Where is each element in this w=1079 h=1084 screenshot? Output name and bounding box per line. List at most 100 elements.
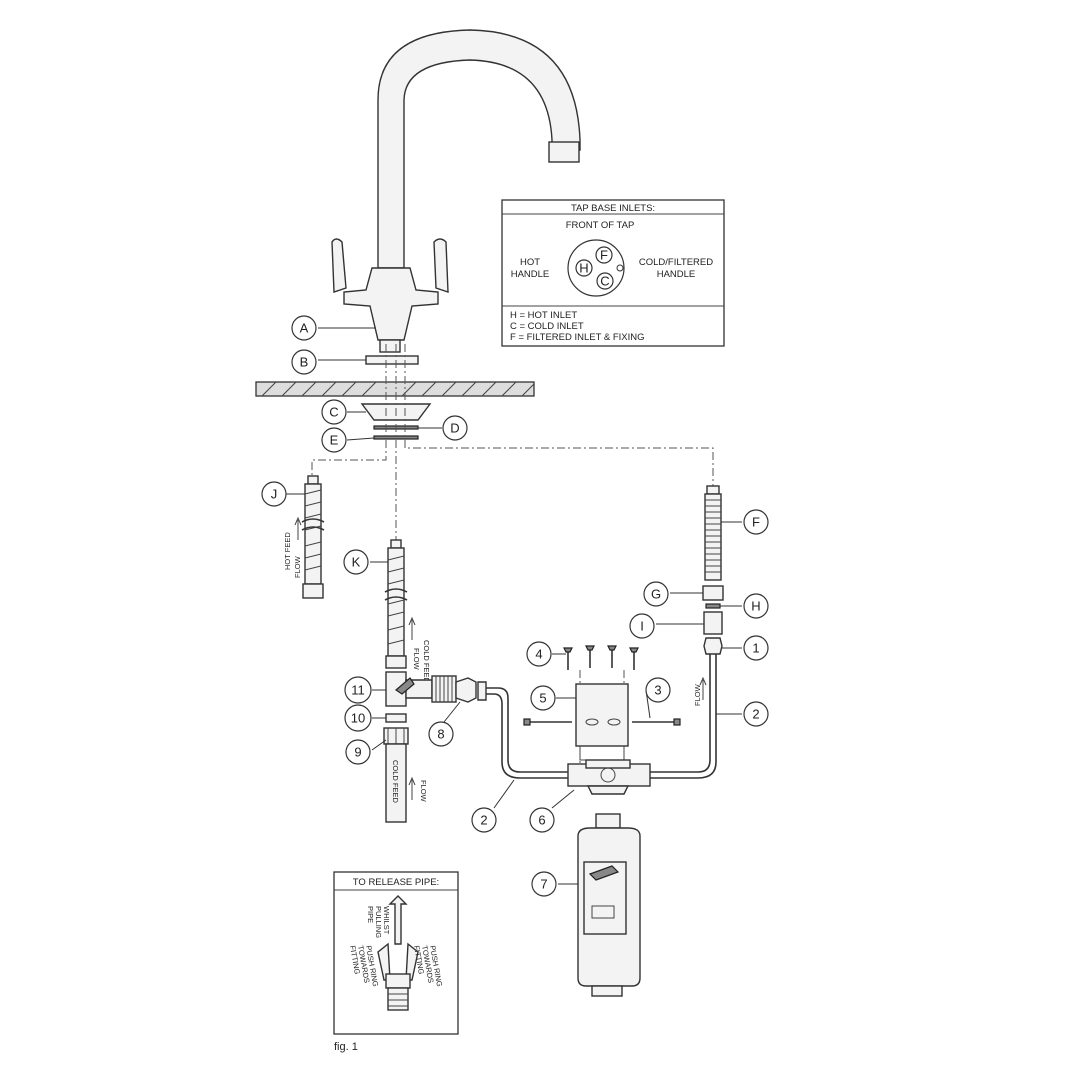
callout-j: J — [261, 481, 287, 507]
callout-h: H — [743, 593, 769, 619]
svg-text:5: 5 — [539, 691, 546, 706]
hot-handle-label-1: HOT — [520, 257, 540, 268]
callout-d: D — [442, 415, 468, 441]
filtered-hose-f — [704, 485, 722, 581]
cold-feed-flow-text-1: COLD FEED — [422, 640, 431, 684]
svg-text:2: 2 — [752, 707, 759, 722]
callout-f: F — [743, 509, 769, 535]
screws-4 — [563, 645, 639, 670]
svg-text:I: I — [640, 619, 644, 634]
cold-feed-flow-text-2: FLOW — [412, 648, 421, 671]
svg-text:B: B — [300, 355, 309, 370]
callout-e: E — [321, 427, 347, 453]
callout-7: 7 — [531, 871, 557, 897]
tap-body — [343, 267, 439, 341]
tap-shank — [379, 339, 401, 353]
pull-text-2: PULLING — [374, 906, 383, 938]
pipe-2-right — [650, 654, 717, 779]
washer-10 — [385, 713, 407, 723]
callout-b: B — [291, 349, 317, 375]
inlet-h-marker: H — [575, 259, 593, 277]
callout-11: 11 — [344, 676, 372, 704]
connector-i — [703, 611, 723, 635]
tap-assembly — [331, 29, 581, 353]
callout-1: 1 — [743, 635, 769, 661]
svg-text:3: 3 — [654, 683, 661, 698]
washer-b — [365, 355, 419, 365]
callout-10: 10 — [344, 704, 372, 732]
svg-text:C: C — [329, 405, 338, 420]
pipe-2-left — [486, 687, 568, 779]
countertop — [255, 381, 535, 397]
svg-text:7: 7 — [540, 877, 547, 892]
svg-text:G: G — [651, 587, 661, 602]
svg-text:1: 1 — [752, 641, 759, 656]
bracket-5 — [575, 683, 629, 747]
callout-8: 8 — [428, 721, 454, 747]
svg-text:6: 6 — [538, 813, 545, 828]
callout-k: K — [343, 549, 369, 575]
hot-handle — [331, 238, 347, 293]
flow-lower-text: FLOW — [419, 780, 428, 803]
svg-text:E: E — [330, 433, 339, 448]
svg-text:F: F — [752, 515, 760, 530]
svg-text:H: H — [751, 599, 760, 614]
cold-feed-pipe: COLD FEED FLOW — [385, 743, 428, 823]
leader-lines — [286, 327, 742, 885]
legend-filtered: F = FILTERED INLET & FIXING — [510, 332, 645, 343]
svg-text:8: 8 — [437, 727, 444, 742]
legend-hot: H = HOT INLET — [510, 310, 577, 321]
callout-2-left: 2 — [471, 807, 497, 833]
svg-text:10: 10 — [351, 711, 365, 726]
svg-text:H: H — [579, 261, 588, 276]
spout-tip — [548, 141, 580, 163]
svg-text:D: D — [450, 421, 459, 436]
tap-base-inlets-panel: TAP BASE INLETS: FRONT OF TAP HOT HANDLE… — [501, 199, 725, 347]
pull-text-1: WHILST — [382, 906, 391, 935]
svg-text:11: 11 — [351, 683, 365, 698]
cold-feed-hose-k: COLD FEED FLOW — [384, 539, 431, 684]
centre-line-filtered — [404, 344, 714, 490]
callout-2-right: 2 — [743, 701, 769, 727]
svg-text:A: A — [300, 321, 309, 336]
callout-6: 6 — [529, 807, 555, 833]
cold-feed-text: COLD FEED — [391, 760, 400, 804]
inlets-title: TAP BASE INLETS: — [571, 203, 655, 214]
svg-text:9: 9 — [354, 745, 361, 760]
callout-a: A — [291, 315, 317, 341]
inlet-c-marker: C — [596, 272, 614, 290]
svg-text:F: F — [600, 248, 608, 263]
svg-text:2: 2 — [480, 813, 487, 828]
callout-5: 5 — [530, 685, 556, 711]
hot-handle-label-2: HANDLE — [511, 269, 550, 280]
svg-text:K: K — [352, 555, 361, 570]
tee-valve-11 — [385, 671, 477, 707]
centre-line-hot — [311, 344, 387, 480]
pull-text-3: PIPE — [366, 906, 375, 923]
washer-h — [705, 603, 721, 609]
callout-9: 9 — [345, 739, 371, 765]
cold-handle-label-2: HANDLE — [657, 269, 696, 280]
adaptor-8 — [477, 681, 487, 701]
callout-i: I — [629, 613, 655, 639]
svg-text:J: J — [271, 487, 278, 502]
front-of-tap-label: FRONT OF TAP — [566, 220, 635, 231]
release-pipe-panel: TO RELEASE PIPE: WHILST PULLING PIPE PUS… — [333, 871, 459, 1035]
svg-text:4: 4 — [535, 647, 542, 662]
filter-head-6 — [567, 759, 651, 795]
filter-cartridge-7 — [577, 813, 641, 997]
hot-feed-flow-text-1: HOT FEED — [283, 532, 292, 570]
hot-feed-hose-j: HOT FEED FLOW — [283, 475, 325, 599]
fixing-hole — [616, 264, 624, 272]
nut-g — [702, 585, 724, 601]
callout-4: 4 — [526, 641, 552, 667]
tap-spout — [377, 29, 581, 269]
release-pipe-title: TO RELEASE PIPE: — [353, 877, 439, 888]
legend-cold: C = COLD INLET — [510, 321, 584, 332]
pull-arrow — [388, 895, 408, 945]
callout-g: G — [643, 581, 669, 607]
cold-handle — [433, 238, 449, 293]
figure-caption: fig. 1 — [334, 1041, 358, 1053]
